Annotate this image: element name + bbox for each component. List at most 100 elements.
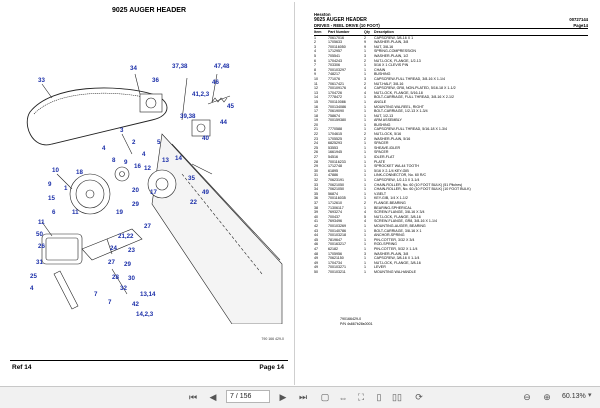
table-cell: 700159380 [328, 118, 346, 123]
table-cell: NUT-LOCK, FLANGE, 1/2-13 [374, 58, 421, 63]
table-cell: 70621050 [328, 187, 344, 192]
table-cell: 1705525 [328, 136, 342, 141]
table-cell: 33 [314, 182, 318, 187]
last-page-icon[interactable]: ⏭ [298, 392, 308, 402]
callout: 14 [175, 155, 182, 162]
table-cell: 1712748 [328, 164, 342, 169]
zoom-in-icon[interactable]: ⊕ [543, 392, 551, 402]
table-cell: 71306117 [328, 205, 344, 210]
table-cell: 1 [364, 113, 366, 118]
table-cell: 20 [314, 122, 318, 127]
actual-size-icon[interactable]: ▢ [320, 392, 330, 402]
table-cell: 43 [314, 228, 318, 233]
fit-width-icon[interactable]: ⇔ [338, 392, 348, 403]
table-cell: 1704734 [328, 260, 342, 265]
table-cell: 27 [314, 155, 318, 160]
two-page-icon[interactable]: ▯▯ [392, 392, 402, 402]
table-cell: 37 [314, 200, 318, 205]
first-page-icon[interactable]: ⏮ [188, 392, 198, 402]
table-cell: ROD-SPRING [374, 242, 397, 247]
table-cell: 2 [364, 58, 366, 63]
table-cell: 758674 [328, 113, 340, 118]
callout: 35 [188, 175, 195, 182]
table-cell: 3 [364, 53, 366, 58]
table-cell: 1 [364, 67, 366, 72]
table-cell: 44 [314, 233, 318, 238]
table-cell: CHAIN-ROLLER, No. 60 (10 FOOT BULK) (10 … [374, 187, 471, 192]
callout: 39,38 [180, 113, 196, 120]
callout: 41,2,3 [192, 91, 210, 98]
rotate-icon[interactable]: ⟳ [415, 392, 423, 402]
callout: 11 [72, 209, 79, 216]
zoom-out-icon[interactable]: ⊖ [523, 392, 531, 402]
table-cell: ANCHOR-SPRING [374, 233, 405, 238]
table-cell: 7693496 [328, 219, 342, 224]
callout: 46 [212, 79, 219, 86]
table-cell: 1705633 [328, 40, 342, 45]
table-cell: 700110086 [328, 99, 346, 104]
table-cell: 1 [364, 256, 366, 261]
table-cell: 7778472 [328, 95, 342, 100]
table-cell: WASHER-PLAIN, 1/2 [374, 53, 409, 58]
table-cell: CAPSCREW, 3/8-16 X 1-1/4 [374, 256, 420, 261]
zoom-level[interactable]: 60.13% [562, 393, 586, 400]
table-cell: 54516 [328, 155, 338, 160]
table-cell: 1 [364, 145, 366, 150]
callout: 45 [227, 103, 234, 110]
table-cell: 1 [364, 159, 366, 164]
table-cell: 1 [364, 122, 366, 127]
callout: 26 [38, 243, 45, 250]
callout: 5 [157, 139, 161, 146]
callout: 22 [190, 199, 197, 206]
table-cell: 18 [314, 113, 318, 118]
table-cell: 700116035 [328, 196, 346, 201]
table-cell: SPACER [374, 141, 389, 146]
table-cell: PIN-COTTER, 5/32 X 1-1/4 [374, 246, 418, 251]
table-cell: 62182 [328, 246, 338, 251]
table-cell: 2 [364, 81, 366, 86]
document-viewer: 9025 AUGER HEADER [10, 2, 588, 385]
callout: 9 [48, 181, 52, 188]
callout: 13,14 [140, 291, 156, 298]
table-cell: 8 [314, 67, 316, 72]
table-cell: 12 [314, 86, 318, 91]
chevron-down-icon[interactable]: ▾ [588, 392, 592, 399]
table-cell: 1 [364, 223, 366, 228]
table-cell: 4 [314, 49, 316, 54]
table-cell: 47886 [328, 173, 338, 178]
previous-page-icon[interactable]: ◀ [209, 392, 217, 402]
fit-page-icon[interactable]: ⛶ [357, 392, 365, 402]
table-cell: 1704726 [328, 90, 342, 95]
figure-reference: 790166429-0 [340, 317, 362, 321]
table-cell: 70617016 [328, 35, 344, 40]
table-cell: 38 [314, 205, 318, 210]
table-cell: 1 [364, 173, 366, 178]
footer-ref: Ref 14 [12, 364, 32, 371]
table-cell: 1 [364, 233, 366, 238]
callout: 50 [36, 231, 43, 238]
table-cell: SCREW-FLANGE, 3/8-16 X 3/4 [374, 210, 425, 215]
table-cell: 4 [364, 86, 366, 91]
single-page-icon[interactable]: ▯ [376, 392, 382, 402]
callout: 32 [120, 285, 127, 292]
table-cell: CAPSCREW, 1/2-13 X 3-1/4 [374, 178, 420, 182]
table-cell: 1 [364, 109, 366, 114]
table-cell: 13 [314, 90, 318, 95]
next-page-icon[interactable]: ▶ [279, 392, 287, 402]
page-number-input[interactable] [226, 390, 270, 403]
callout: 25 [30, 273, 37, 280]
table-cell: 1705956 [328, 251, 342, 256]
table-cell: 7819647 [328, 237, 342, 242]
